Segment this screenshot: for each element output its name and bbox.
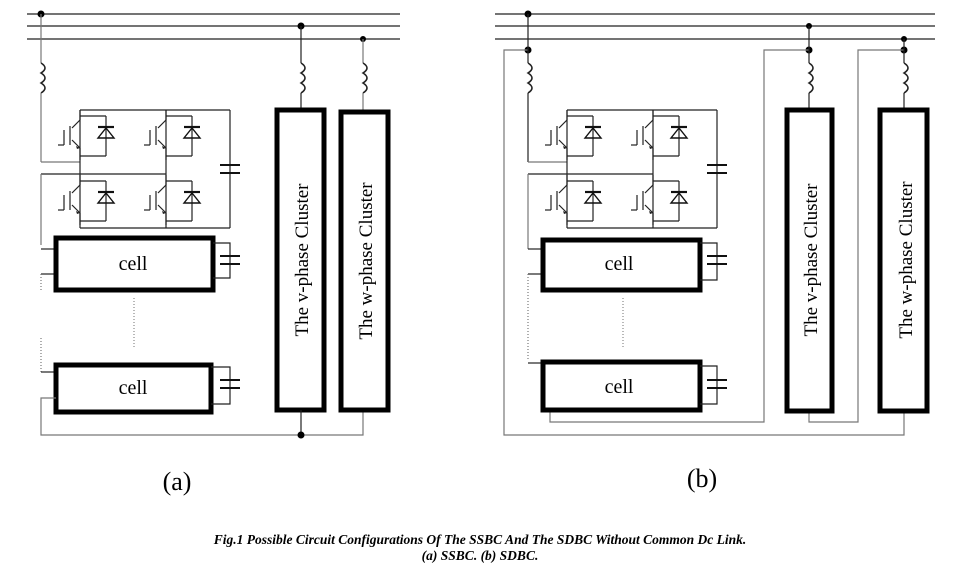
igbt-icon: [543, 108, 603, 162]
v-phase-cluster-box: [274, 107, 327, 413]
w-phase-cluster-label: The w-phase Cluster: [896, 181, 917, 339]
w-phase-cluster-box: [338, 109, 391, 413]
cell-box: [540, 359, 703, 413]
figure-caption-line2: (a) SSBC. (b) SDBC.: [421, 548, 539, 563]
cell-label: cell: [605, 253, 634, 275]
cell-label: cell: [605, 376, 634, 398]
cell-box: [540, 237, 703, 293]
h-bridge-cell: [40, 108, 241, 245]
inductor-icon: [300, 62, 306, 94]
junction-dot: [297, 431, 305, 439]
v-phase-cluster-label: The v-phase Cluster: [292, 183, 313, 337]
panel-b: cell cell The v-phase Cluster The w-phas…: [495, 10, 935, 493]
v-phase-cluster-label: The v-phase Cluster: [801, 183, 822, 337]
igbt-icon: [543, 173, 603, 227]
igbt-icon: [142, 173, 202, 227]
panel-label-b: (b): [687, 464, 717, 493]
panel-a: cell cell The v-phase Cluster The w-phas…: [27, 10, 400, 496]
igbt-icon: [142, 108, 202, 162]
v-phase-cluster-box: [784, 107, 835, 414]
cell-box: [53, 235, 216, 293]
inductor-icon: [40, 62, 46, 94]
cell-box: [53, 362, 214, 415]
w-phase-cluster-label: The w-phase Cluster: [356, 182, 377, 340]
cell-label: cell: [119, 377, 148, 399]
inductor-icon: [808, 62, 814, 94]
panel-label-a: (a): [163, 467, 192, 496]
cell-label: cell: [119, 253, 148, 275]
igbt-icon: [56, 108, 116, 162]
inductor-icon: [903, 62, 909, 94]
w-phase-cluster-box: [877, 107, 930, 414]
h-bridge-cell: [527, 108, 728, 249]
igbt-icon: [629, 108, 689, 162]
igbt-icon: [629, 173, 689, 227]
igbt-icon: [56, 173, 116, 227]
inductor-icon: [362, 62, 368, 94]
figure-caption-line1: Fig.1 Possible Circuit Configurations Of…: [213, 532, 747, 547]
inductor-icon: [527, 62, 533, 94]
